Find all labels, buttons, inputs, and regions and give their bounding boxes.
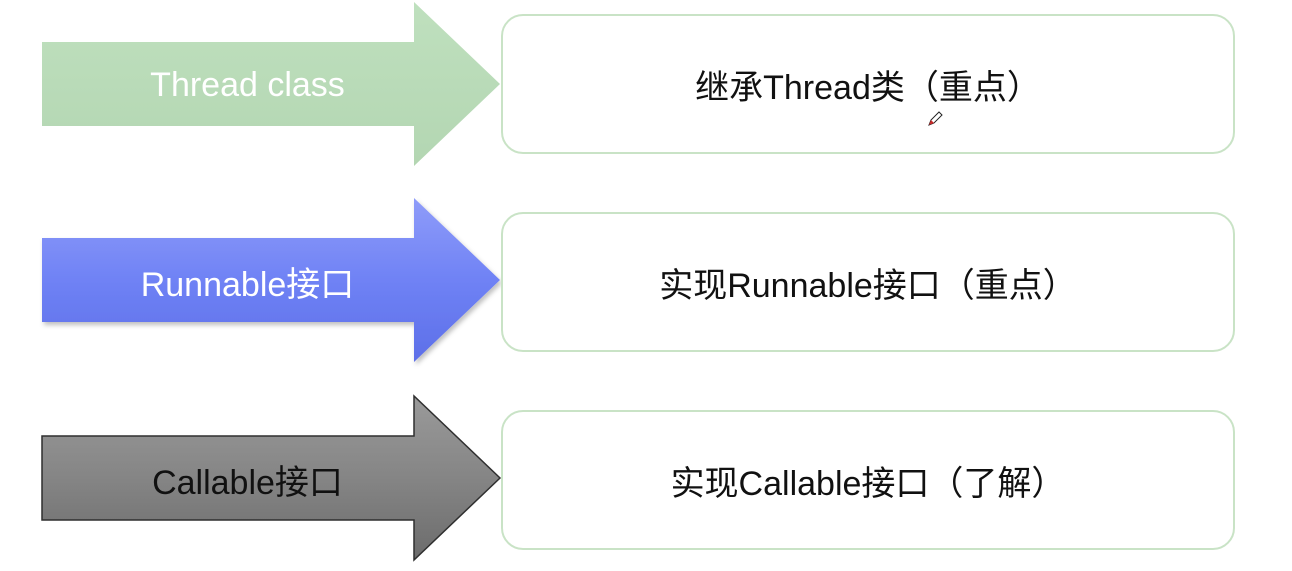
arrow-label-thread-class: Thread class — [150, 65, 345, 104]
row-thread-class: Thread class 继承Thread类（重点） — [0, 0, 1292, 170]
arrow-shape-callable — [41, 394, 502, 562]
arrow-shape-thread-class — [42, 2, 500, 166]
box-text-implement-callable: 实现Callable接口（了解） — [670, 464, 1066, 503]
box-text-extend-thread: 继承Thread类（重点） — [695, 68, 1041, 107]
box-implement-runnable: 实现Runnable接口（重点） — [501, 212, 1235, 352]
arrow-label-callable: Callable接口 — [152, 463, 343, 502]
box-implement-callable: 实现Callable接口（了解） — [501, 410, 1235, 550]
arrow-thread-class: Thread class — [40, 0, 502, 170]
arrow-label-runnable: Runnable接口 — [140, 265, 355, 304]
row-callable: Callable接口 实现Callable接口（了解） — [0, 394, 1292, 564]
box-text-implement-runnable: 实现Runnable接口（重点） — [659, 266, 1077, 305]
box-extend-thread: 继承Thread类（重点） — [501, 14, 1235, 154]
arrow-runnable: Runnable接口 — [40, 196, 502, 366]
arrow-callable: Callable接口 — [40, 394, 502, 564]
arrow-shape-runnable — [42, 198, 500, 362]
row-runnable: Runnable接口 实现Runnable接口（重点） — [0, 196, 1292, 366]
pen-cursor-icon — [928, 111, 943, 126]
